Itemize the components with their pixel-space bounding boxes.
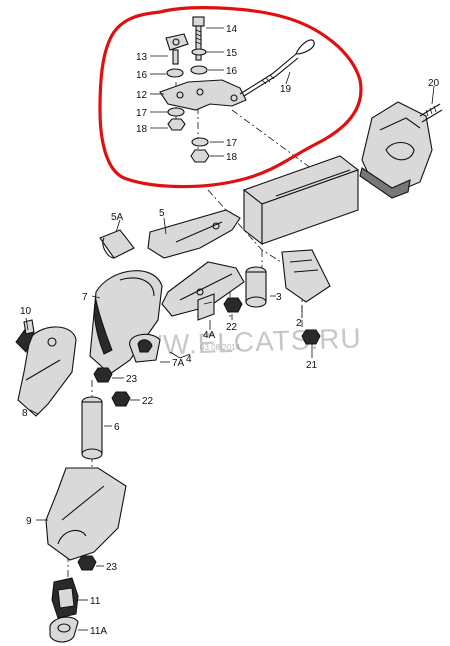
shaft-6 [81,396,103,460]
clamp-13 [165,33,189,65]
callout-7: 7 [82,292,88,303]
callout-2: 2 [296,318,302,329]
mount-2 [281,249,331,303]
callout-6: 6 [114,422,120,433]
callout-5a: 5A [111,212,124,223]
pad-10 [15,319,35,353]
boot-7a [129,333,161,363]
sleeve-3 [245,266,267,308]
callout-19: 19 [280,84,292,95]
callout-12: 12 [136,90,148,101]
callout-21: 21 [306,360,318,371]
callout-14: 14 [226,24,238,35]
bearing-housing-20 [359,101,443,199]
nut-18-right [190,149,210,163]
callout-7a: 7A [172,358,185,369]
callout-11: 11 [90,596,101,607]
callout-16-right: 16 [226,66,238,77]
callout-20: 20 [428,78,440,89]
red-highlight-outline [98,6,363,189]
callout-23-upper: 23 [126,374,138,385]
callout-17-left: 17 [136,108,148,119]
callout-9: 9 [26,516,32,527]
callout-5: 5 [159,208,165,219]
washer-17-right [191,137,209,147]
callout-22-upper: 22 [226,322,238,333]
leader-lines [25,27,435,631]
bracket-plate-12 [159,79,247,111]
callout-15: 15 [226,48,238,59]
callout-22-lower: 22 [142,396,154,407]
nut-18-left [167,118,186,131]
callout-8: 8 [22,408,28,419]
callout-18-left: 18 [136,124,148,135]
callout-10: 10 [20,306,32,317]
nut-22-upper [223,297,243,313]
bushing-11 [51,577,79,619]
callout-4: 4 [186,354,192,365]
washer-16-right [190,65,208,75]
nut-22-lower [111,391,131,407]
mounting-bracket-4 [161,261,245,321]
bushing-11a [49,616,79,643]
bolt-14 [192,16,205,61]
bracket-9 [45,467,127,561]
cable-19 [239,39,315,97]
arm-8 [17,326,77,417]
callout-18-right: 18 [226,152,238,163]
casing-7 [89,270,163,375]
washer-15 [191,48,207,56]
callout-16-left: 16 [136,70,148,81]
callout-3: 3 [276,292,282,303]
nut-23-upper [93,367,113,383]
lever-5 [147,209,241,259]
callout-4a: 4A [203,330,216,341]
nut-21 [301,329,321,345]
callout-11a: 11A [90,626,107,637]
washer-17-left [167,107,185,117]
callout-17-right: 17 [226,138,238,149]
washer-16-left [166,68,184,78]
long-support-rail [242,155,360,246]
callout-13: 13 [136,52,148,63]
nut-23-lower [77,555,97,571]
callout-23-lower: 23 [106,562,118,573]
grip-5a [99,229,135,259]
watermark-date: 03.08.2014 [200,343,241,352]
callout-labels: 14 15 16 13 16 12 17 18 17 18 19 20 5A 5… [20,24,440,637]
